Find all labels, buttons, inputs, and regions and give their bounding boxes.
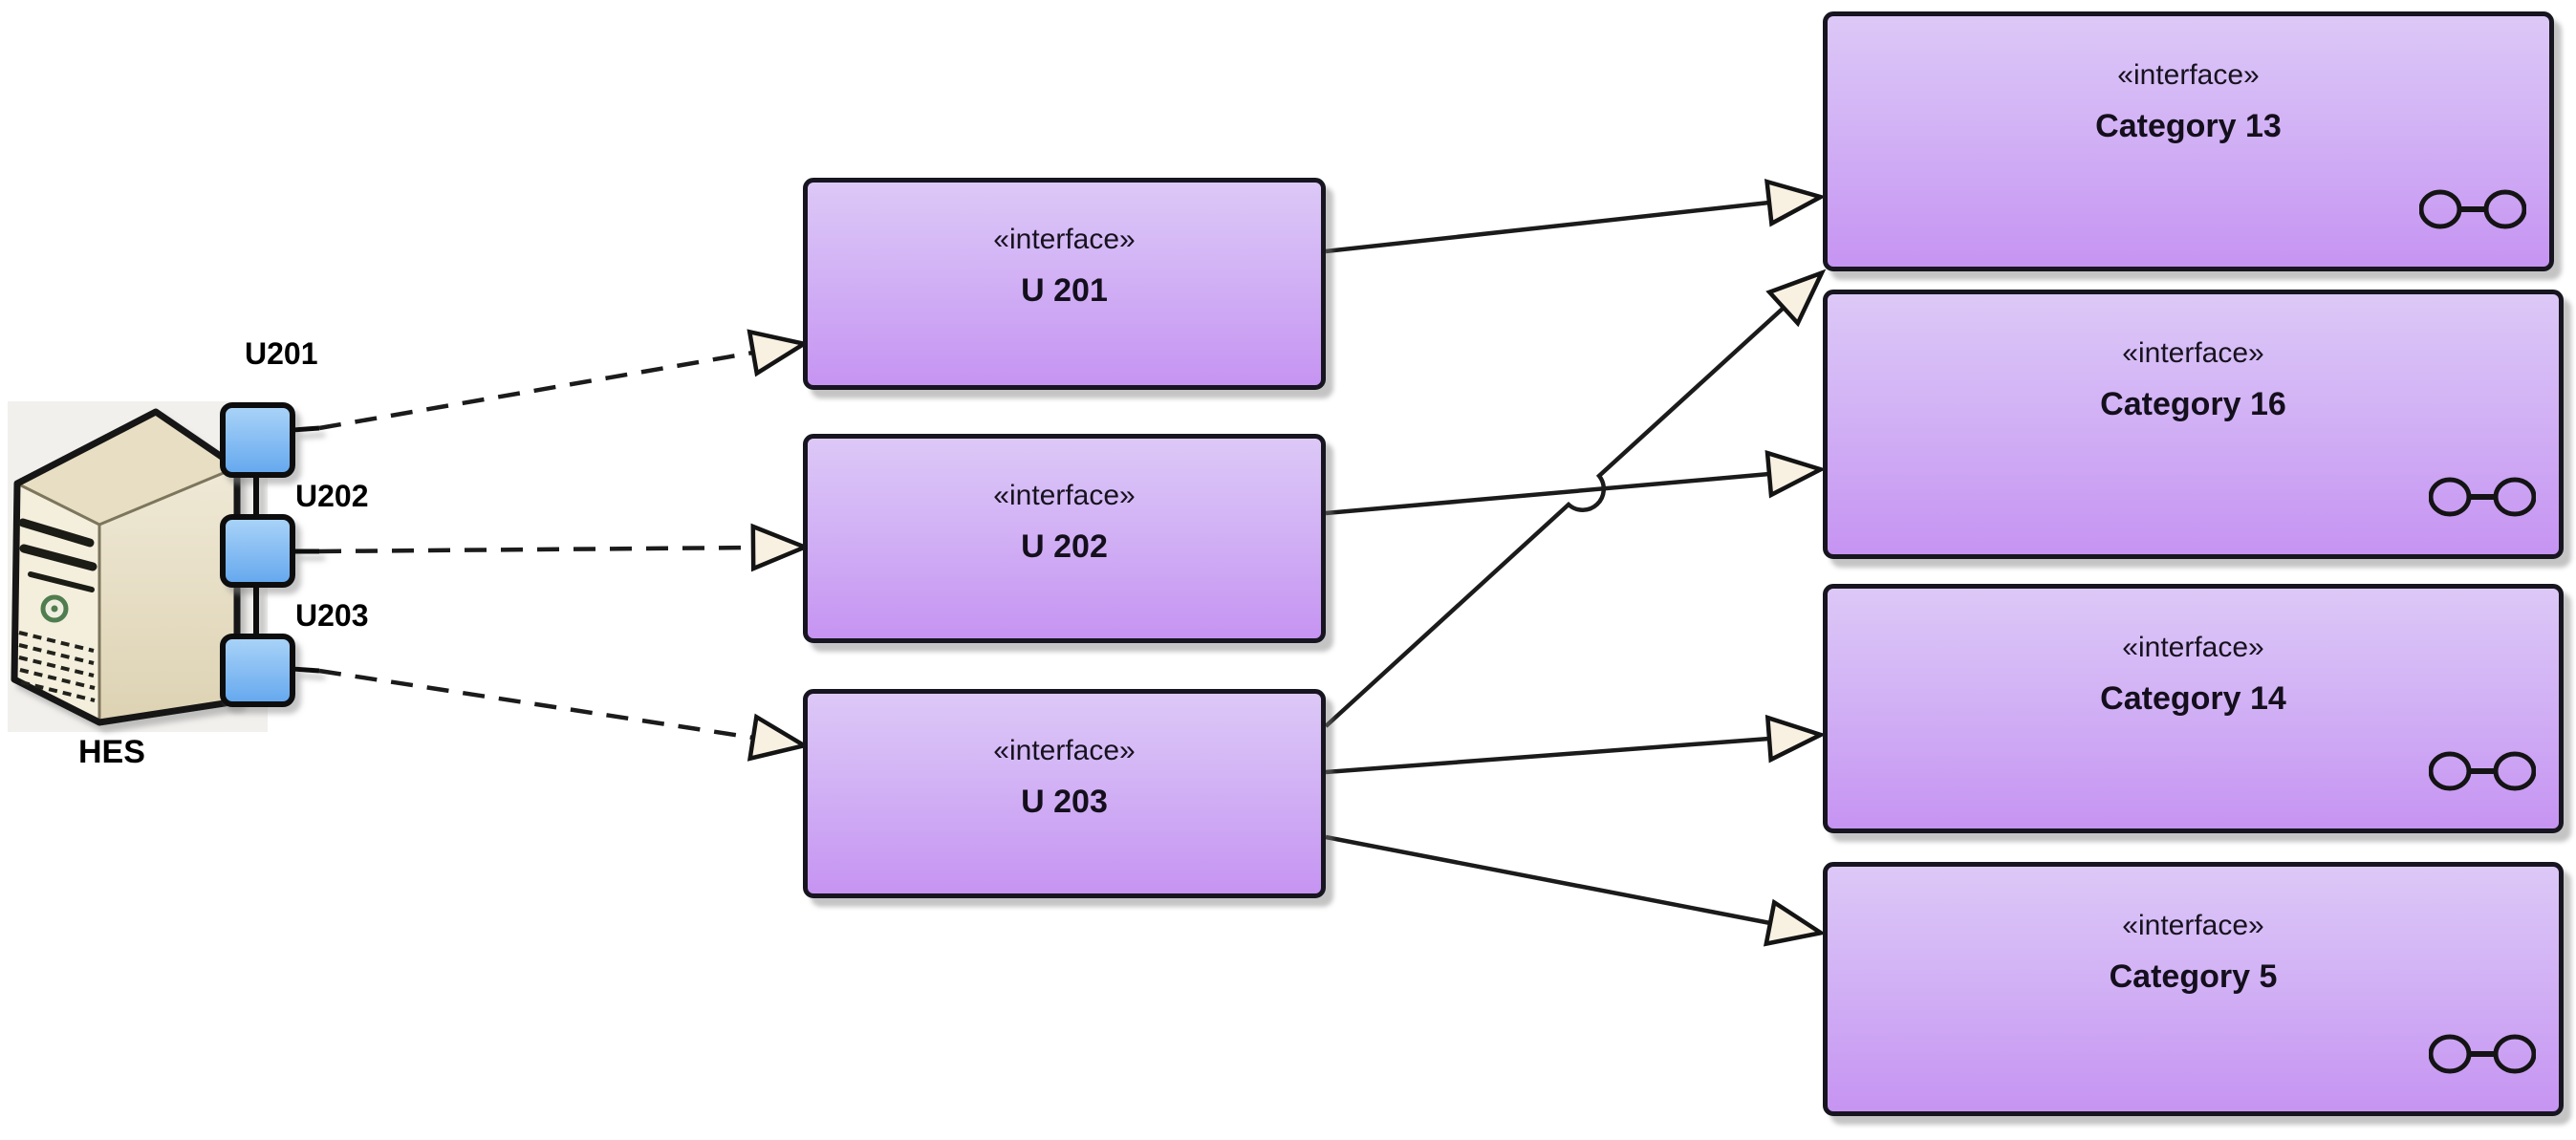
- interface-lollipop-icon: [2419, 189, 2526, 229]
- server-top-face: [17, 412, 237, 525]
- dashed-line-u202: [318, 523, 811, 572]
- line-u203-category14: [1325, 714, 1827, 775]
- interface-node-category13: «interface» Category 13: [1823, 11, 2554, 271]
- server-name-label: HES: [78, 734, 145, 770]
- interface-node-category16: «interface» Category 16: [1823, 290, 2564, 559]
- interface-node-category14: «interface» Category 14: [1823, 584, 2564, 833]
- interface-node-u201: «interface» U 201: [803, 178, 1326, 390]
- port-u201: [220, 402, 295, 478]
- line-u203-category5: [1325, 834, 1827, 947]
- interface-name: U 202: [1021, 528, 1108, 565]
- server-vent-slashes: [18, 518, 97, 592]
- port-label-u203: U203: [295, 598, 369, 633]
- interface-lollipop-icon: [2429, 477, 2536, 517]
- stereotype-label: «interface»: [2122, 337, 2264, 369]
- stereotype-label: «interface»: [2117, 59, 2260, 91]
- stereotype-label: «interface»: [993, 480, 1136, 511]
- port-label-u202: U202: [295, 479, 369, 513]
- line-u202-category16: [1325, 449, 1827, 516]
- server-icon: [11, 408, 241, 726]
- interface-lollipop-icon: [2429, 1034, 2536, 1074]
- line-u201-category13: [1325, 179, 1827, 254]
- stereotype-label: «interface»: [993, 735, 1136, 766]
- interface-name: U 201: [1021, 272, 1108, 309]
- port-stubs: [292, 425, 320, 674]
- stereotype-label: «interface»: [2122, 910, 2264, 941]
- port-u203: [220, 634, 295, 707]
- interface-node-u203: «interface» U 203: [803, 689, 1326, 898]
- interface-node-u202: «interface» U 202: [803, 434, 1326, 643]
- port-label-u201: U201: [245, 336, 318, 371]
- stereotype-label: «interface»: [993, 224, 1136, 255]
- server-inner-edges: [16, 465, 238, 722]
- server-vent-grid: [18, 631, 96, 702]
- interface-lollipop-icon: [2429, 751, 2536, 791]
- port-u202: [220, 514, 295, 588]
- server-power-led: [51, 605, 58, 613]
- interface-name: Category 14: [2100, 680, 2286, 717]
- server-side-face: [99, 467, 237, 722]
- dashed-line-u203: [318, 668, 811, 762]
- dashed-line-u201: [318, 329, 811, 431]
- interface-name: Category 5: [2109, 958, 2278, 995]
- stereotype-label: «interface»: [2122, 632, 2264, 663]
- line-u203-category13-with-jump: [1324, 269, 1827, 728]
- interface-name: U 203: [1021, 784, 1108, 820]
- interface-name: Category 13: [2095, 108, 2282, 144]
- interface-node-category5: «interface» Category 5: [1823, 862, 2564, 1116]
- server-ports: [220, 402, 320, 707]
- interface-name: Category 16: [2100, 386, 2286, 422]
